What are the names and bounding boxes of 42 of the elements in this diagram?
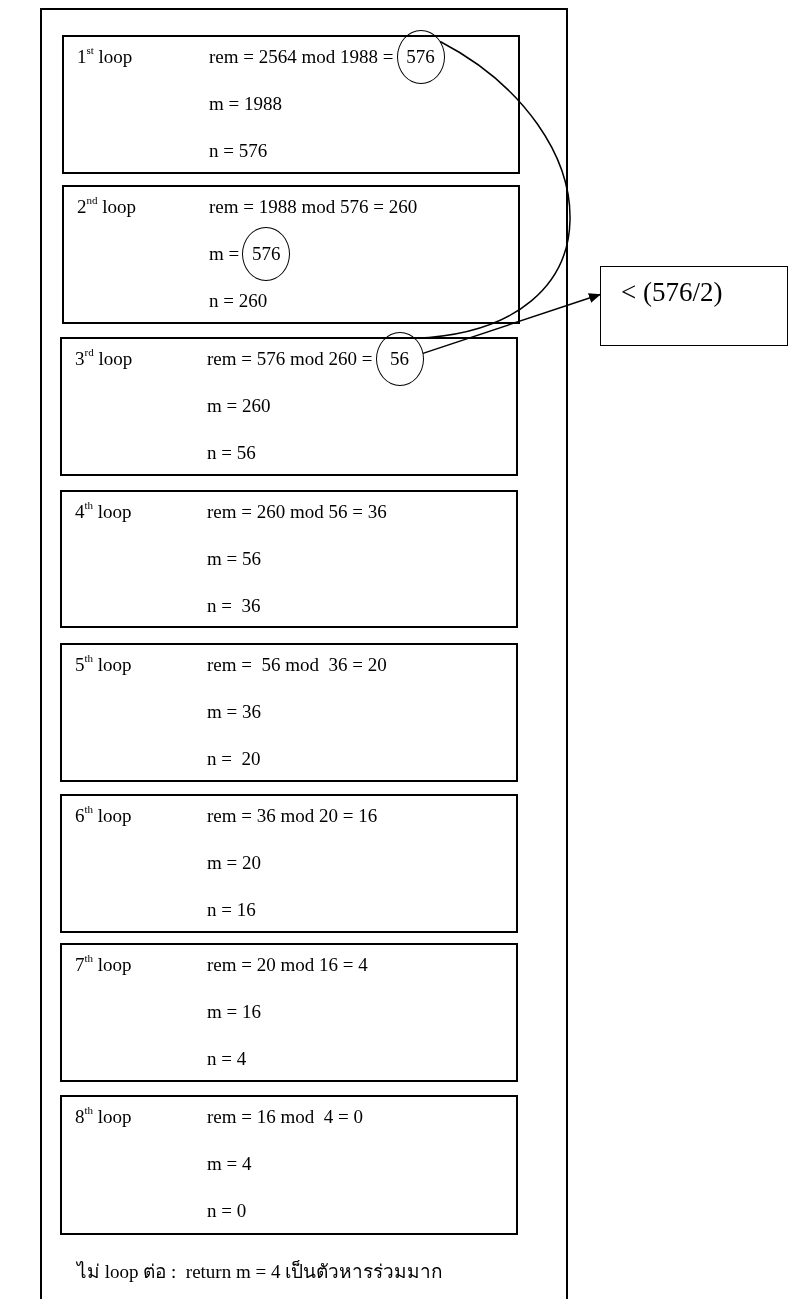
equation-text: m = 260	[207, 394, 271, 418]
loop-label: 4$^{th}$ loop	[75, 500, 132, 524]
equation-text: rem = 2564 mod 1988 =	[209, 45, 394, 69]
loop-label: 3$^{rd}$ loop	[75, 347, 133, 371]
equation-text: rem = 260 mod 56 = 36	[207, 500, 387, 524]
equation-text: m =	[209, 242, 240, 266]
equation-text: rem = 56 mod 36 = 20	[207, 653, 387, 677]
loop-label: 7$^{th}$ loop	[75, 953, 132, 977]
conclusion-text: ไม่ loop ต่อ : return m = 4 เป็นตัวหารร่วมมาก	[77, 1259, 444, 1284]
equation-text: rem = 576 mod 260 =	[207, 347, 373, 371]
equation-text: m = 36	[207, 700, 261, 724]
loop-label: 5$^{th}$ loop	[75, 653, 132, 677]
equation-text: n = 16	[207, 898, 256, 922]
loop-label: 2$^{nd}$ loop	[77, 195, 137, 219]
equation-text: rem = 20 mod 16 = 4	[207, 953, 368, 977]
equation-text: n = 576	[209, 139, 268, 163]
equation-text: n = 4	[207, 1047, 247, 1071]
loop-box	[60, 490, 518, 628]
equation-text: rem = 1988 mod 576 = 260	[209, 195, 418, 219]
equation-text: n = 36	[207, 594, 261, 618]
loop-box	[60, 643, 518, 782]
equation-text: n = 56	[207, 441, 256, 465]
loop-box	[60, 943, 518, 1082]
equation-text: n = 0	[207, 1199, 247, 1223]
note-box: < (576/2)	[600, 266, 788, 346]
equation-text: m = 16	[207, 1000, 261, 1024]
loop-box	[62, 185, 520, 324]
equation-text: m = 4	[207, 1152, 252, 1176]
loop-box	[60, 1095, 518, 1235]
equation-text: m = 56	[207, 547, 261, 571]
arrow	[422, 293, 601, 355]
loop-box	[60, 794, 518, 933]
equation-text: m = 1988	[209, 92, 282, 116]
equation-text: n = 20	[207, 747, 261, 771]
loop-label: 6$^{th}$ loop	[75, 804, 132, 828]
equation-text: rem = 36 mod 20 = 16	[207, 804, 378, 828]
equation-text: n = 260	[209, 289, 268, 313]
frame-panel	[40, 8, 568, 1299]
equation-text: m = 20	[207, 851, 261, 875]
equation-text: rem = 16 mod 4 = 0	[207, 1105, 363, 1129]
loop-label: 1$^{st}$ loop	[77, 45, 133, 69]
loop-label: 8$^{th}$ loop	[75, 1105, 132, 1129]
